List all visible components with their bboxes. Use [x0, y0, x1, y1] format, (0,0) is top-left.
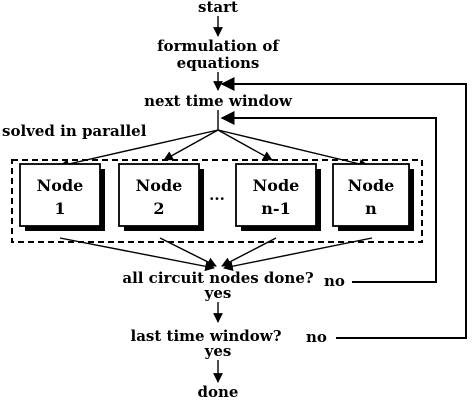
start-label: start	[198, 0, 238, 16]
parallel-group-box	[11, 159, 423, 243]
decision-last-time-window-label: last time window?	[131, 327, 282, 345]
node-2-box	[118, 163, 200, 227]
yes-label-1: yes	[204, 284, 232, 302]
node-1-box	[19, 163, 101, 227]
decision-all-nodes-done-label: all circuit nodes done?	[122, 269, 314, 287]
node-2-label-line1: Node	[136, 176, 183, 195]
loop-back-line-outer	[220, 77, 467, 339]
arrow-node-2-to-decision	[159, 237, 217, 267]
node-n-1-box	[235, 163, 317, 227]
node-n-label-line2: n	[365, 199, 377, 218]
next-time-window-label: next time window	[144, 92, 293, 110]
node-n-1-label-line2: n-1	[261, 199, 290, 218]
loop-back-line-inner	[220, 111, 437, 283]
done-label: done	[198, 383, 239, 401]
node-1-label-line1: Node	[37, 176, 84, 195]
node-1-label-line2: 1	[54, 199, 65, 218]
node-n-box	[332, 163, 410, 227]
formulation-label-line2: equations	[177, 54, 260, 72]
no-label-1: no	[324, 272, 345, 290]
solved-in-parallel-label: solved in parallel	[2, 122, 147, 140]
no-label-2: no	[306, 328, 327, 346]
node-n-1-label-line1: Node	[253, 176, 300, 195]
node-2-label-line2: 2	[153, 199, 164, 218]
arrow-node-n-1-to-decision	[221, 237, 277, 267]
formulation-label-line1: formulation of	[157, 37, 280, 55]
yes-label-2: yes	[204, 342, 232, 360]
arrow-split-to-node-2	[163, 129, 219, 161]
arrow-node-n-to-decision	[223, 237, 373, 272]
arrow-split-to-node-n-1	[217, 129, 273, 161]
arrow-node-1-to-decision	[59, 237, 215, 272]
nodes-ellipsis: ...	[209, 186, 225, 204]
node-n-label-line1: Node	[348, 176, 395, 195]
